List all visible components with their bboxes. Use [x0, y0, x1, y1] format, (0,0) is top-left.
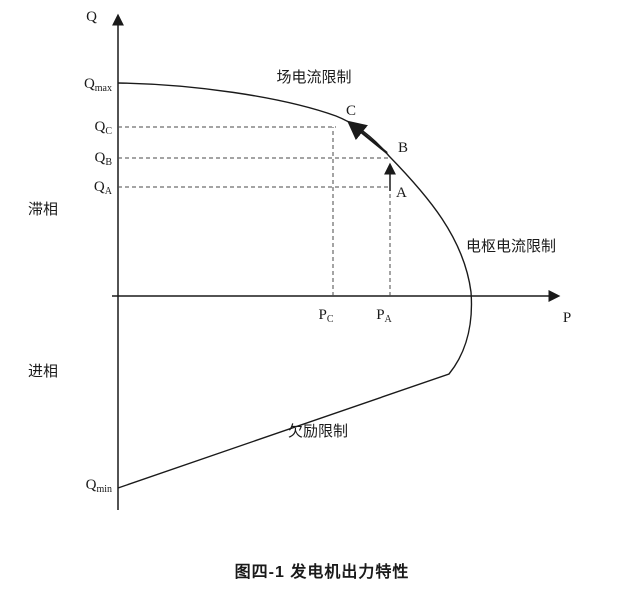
armature-current-limit-label: 电枢电流限制: [466, 238, 556, 255]
point-c-label: C: [346, 103, 356, 119]
p-axis-label: P: [563, 310, 571, 326]
point-b-label: B: [398, 140, 408, 156]
pq-capability-diagram: Q P Qmax QC QB QA Qmin PC PA 滞相 进相 场电流限制…: [28, 9, 571, 510]
qa-label: QA: [94, 179, 113, 197]
qc-label: QC: [94, 119, 112, 137]
leading-region-label: 进相: [28, 363, 58, 380]
lagging-region-label: 滞相: [28, 201, 58, 218]
qb-label: QB: [94, 150, 112, 168]
capability-curve: [117, 82, 473, 489]
pa-label: PA: [376, 307, 392, 325]
q-axis-label: Q: [86, 9, 97, 25]
arrow-b-to-c: [347, 120, 388, 154]
pc-label: PC: [318, 307, 333, 325]
field-current-limit-label: 场电流限制: [276, 69, 351, 86]
qmin-label: Qmin: [86, 477, 112, 495]
qmax-label: Qmax: [84, 76, 112, 94]
under-excitation-limit-label: 欠励限制: [288, 423, 348, 440]
point-a-label: A: [396, 185, 407, 201]
figure-caption: 图四-1 发电机出力特性: [234, 564, 410, 581]
